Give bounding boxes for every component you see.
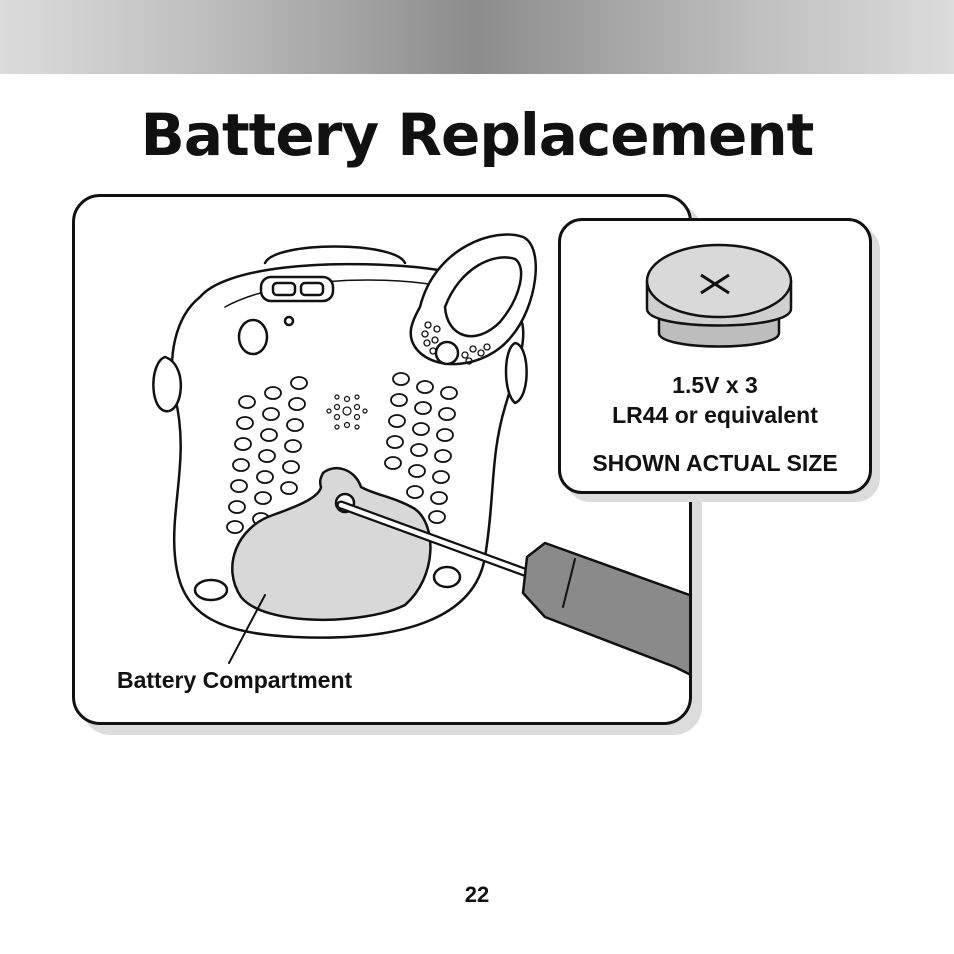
battery-type: LR44 or equivalent bbox=[612, 402, 818, 428]
actual-size-note: SHOWN ACTUAL SIZE bbox=[592, 450, 838, 476]
button-cell-battery-illustration bbox=[645, 243, 793, 348]
left-side-button bbox=[152, 355, 182, 413]
top-knob bbox=[263, 245, 407, 265]
center-speaker bbox=[326, 394, 368, 430]
toy-back-illustration bbox=[152, 233, 689, 676]
page-number: 22 bbox=[464, 882, 490, 907]
battery-voltage-count: 1.5V x 3 bbox=[672, 372, 758, 398]
screwdriver-handle bbox=[521, 541, 689, 676]
battery-info-panel: 1.5V x 3 LR44 or equivalent SHOWN ACTUAL… bbox=[558, 218, 872, 494]
right-side-button bbox=[504, 341, 528, 405]
header-gradient-bar bbox=[0, 0, 954, 74]
battery-compartment-lid bbox=[231, 467, 432, 621]
battery-compartment-label: Battery Compartment bbox=[117, 667, 353, 693]
page-title: Battery Replacement bbox=[140, 101, 815, 169]
compartment-leader-line bbox=[228, 594, 266, 664]
